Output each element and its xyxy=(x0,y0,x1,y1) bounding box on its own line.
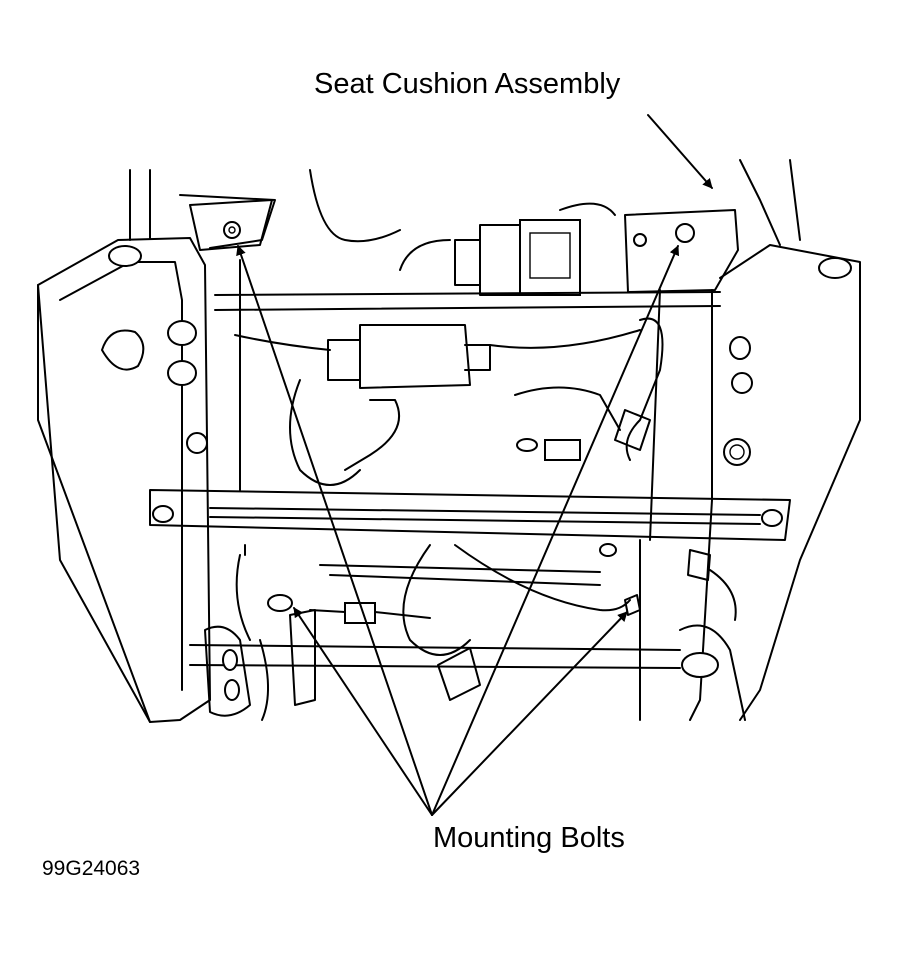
seat-cushion-leader xyxy=(647,114,713,189)
seat-cushion-assembly xyxy=(189,169,739,296)
cross-rails xyxy=(149,291,791,669)
right-seat-frame xyxy=(679,159,861,721)
seat-cushion-assembly-label: Seat Cushion Assembly xyxy=(314,68,621,100)
left-seat-frame xyxy=(37,169,276,723)
mounting-bolt-leaders xyxy=(236,245,680,816)
motor-and-wiring xyxy=(204,259,737,721)
figure-code: 99G24063 xyxy=(42,857,141,880)
mounting-bolts-label: Mounting Bolts xyxy=(433,822,625,854)
